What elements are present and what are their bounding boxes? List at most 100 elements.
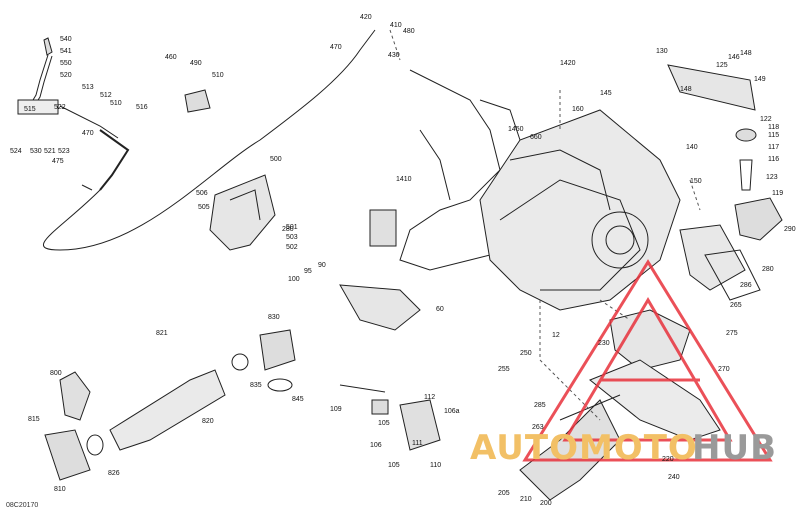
callout-label: 420: [360, 14, 372, 21]
callout-label: 130: [656, 48, 668, 55]
callout-label: 255: [498, 366, 510, 373]
callout-label: 826: [108, 470, 120, 477]
throttle-pedal-part: [339, 284, 421, 331]
callout-label: 230: [598, 340, 610, 347]
callout-label: 513: [82, 84, 94, 91]
callout-label: 95: [304, 268, 312, 275]
callout-label: 821: [156, 330, 168, 337]
callout-label: 210: [520, 496, 532, 503]
switch-part: [184, 89, 211, 113]
callout-label: 149: [754, 76, 766, 83]
callout-label: 109: [330, 406, 342, 413]
callout-label: 540: [60, 36, 72, 43]
callout-label: 800: [50, 370, 62, 377]
callout-label: 205: [498, 490, 510, 497]
callout-label: 500: [270, 156, 282, 163]
callout-label: 12: [552, 332, 560, 339]
callout-label: 160: [572, 106, 584, 113]
callout-label: 515: [24, 106, 36, 113]
top-bracket-130: [667, 64, 756, 111]
callout-label: 505: [198, 204, 210, 211]
callout-label: 502: [286, 244, 298, 251]
callout-label: 146: [728, 54, 740, 61]
callout-label: 106: [370, 442, 382, 449]
callout-label: 105: [378, 420, 390, 427]
callout-label: 105: [388, 462, 400, 469]
callout-label: 475: [52, 158, 64, 165]
callout-label: 530: [30, 148, 42, 155]
watermark-text-right: HUB: [692, 428, 777, 468]
callout-label: 820: [202, 418, 214, 425]
callout-label: 430: [388, 52, 400, 59]
callout-label: 60: [436, 306, 444, 313]
callout-label: 1410: [396, 176, 412, 183]
watermark-text-left: AUTOMOTO: [470, 428, 698, 468]
callout-label: 506: [196, 190, 208, 197]
callout-label: 521: [44, 148, 56, 155]
callout-label: 512: [100, 92, 112, 99]
callout-label: 510: [110, 100, 122, 107]
callout-label: 270: [718, 366, 730, 373]
callout-label: 148: [740, 50, 752, 57]
callout-label: 200: [540, 500, 552, 507]
support-bracket: [209, 174, 276, 251]
callout-label: 148: [680, 86, 692, 93]
callout-label: 460: [165, 54, 177, 61]
callout-label: 100: [288, 276, 300, 283]
mount-bushing: [735, 128, 757, 191]
callout-label: 541: [60, 48, 72, 55]
engine-block: [479, 99, 681, 311]
callout-label: 115: [768, 132, 780, 139]
callout-label: 501: [286, 224, 298, 231]
callout-label: 240: [668, 474, 680, 481]
callout-label: 118: [768, 124, 780, 131]
callout-label: 503: [286, 234, 298, 241]
callout-label: 810: [54, 486, 66, 493]
callout-label: 520: [60, 72, 72, 79]
callout-label: 106a: [444, 408, 460, 415]
callout-label: 845: [292, 396, 304, 403]
callout-label: 90: [318, 262, 326, 269]
reference-code: 08C20170: [6, 502, 39, 509]
callout-label: 490: [190, 60, 202, 67]
exhaust-ducts: [519, 309, 721, 501]
shift-cable: [43, 29, 376, 251]
callout-label: 220: [662, 456, 674, 463]
callout-label: 119: [772, 190, 784, 197]
callout-label: 250: [520, 350, 532, 357]
callout-label: 410: [390, 22, 402, 29]
callout-label: 830: [268, 314, 280, 321]
callout-label: 263: [532, 424, 544, 431]
wiring-harness: [369, 69, 511, 271]
callout-label: 145: [600, 90, 612, 97]
shift-lever-assembly: [17, 37, 130, 191]
callout-label: 480: [403, 28, 415, 35]
air-intake-tubes: [44, 329, 296, 481]
callout-label: 150: [690, 178, 702, 185]
callout-label: 280: [282, 226, 294, 233]
callout-label: 123: [766, 174, 778, 181]
callout-label: 110: [430, 462, 442, 469]
callout-label: 1420: [560, 60, 576, 67]
callout-label: 140: [686, 144, 698, 151]
callout-label: 550: [60, 60, 72, 67]
callout-label: 524: [10, 148, 22, 155]
callout-label: 285: [534, 402, 546, 409]
callout-label: 125: [716, 62, 728, 69]
watermark-triangle: [522, 259, 773, 462]
callout-label: 111: [412, 440, 423, 447]
callout-label: 510: [212, 72, 224, 79]
sensor-bracket: [339, 384, 441, 451]
callout-label: 470: [82, 130, 94, 137]
callout-label: 122: [760, 116, 772, 123]
callout-label: 275: [726, 330, 738, 337]
callout-label: 117: [768, 144, 780, 151]
callout-label: 116: [768, 156, 780, 163]
callout-label: 660: [530, 134, 542, 141]
callout-label: 523: [58, 148, 70, 155]
callout-label: 516: [136, 104, 148, 111]
intake-boot: [679, 197, 783, 301]
callout-label: 815: [28, 416, 40, 423]
callout-label: 280: [762, 266, 774, 273]
